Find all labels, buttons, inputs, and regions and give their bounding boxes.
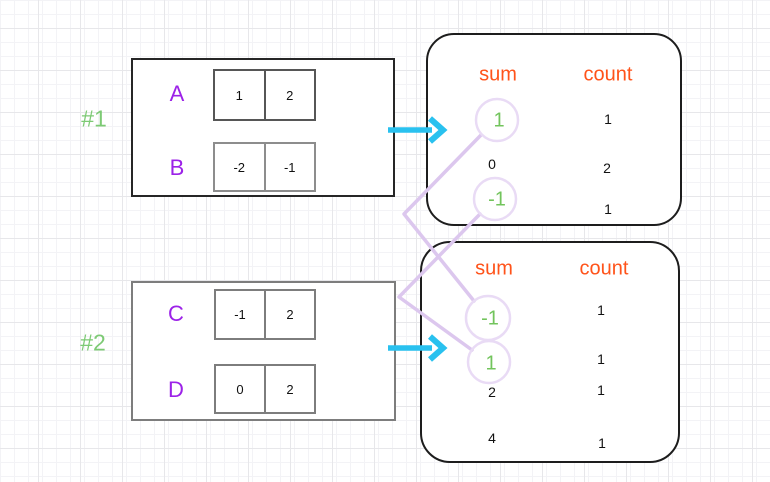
sum-value: 4 — [488, 430, 496, 446]
array-cell: 2 — [263, 71, 315, 119]
array-name-B: B — [169, 155, 185, 180]
cell-value: -1 — [283, 159, 296, 175]
sum-value: 2 — [488, 384, 496, 400]
count-value: 1 — [598, 435, 606, 451]
sum-value-circled: -1 — [481, 307, 499, 330]
sum-value-circled: -1 — [488, 188, 506, 211]
array-A-cells[interactable]: 1 2 — [213, 69, 316, 121]
example2-arrays-box[interactable]: C -1 2 D 0 2 — [131, 281, 396, 421]
array-cell: -1 — [263, 144, 315, 190]
example1-arrays-box[interactable]: A 1 2 B -2 -1 — [131, 58, 395, 197]
array-cell: 2 — [264, 366, 314, 412]
array-cell: 0 — [216, 366, 264, 412]
count-header: count — [579, 257, 629, 280]
cell-value: 2 — [286, 87, 294, 103]
array-name-C: C — [168, 301, 184, 326]
array-name-D: D — [168, 377, 184, 402]
array-cell: -2 — [215, 144, 264, 190]
count-value: 1 — [604, 201, 612, 217]
count-value: 1 — [604, 111, 612, 127]
count-value: 1 — [597, 302, 605, 318]
cell-value: -2 — [233, 159, 246, 175]
example1-label: #1 — [81, 105, 107, 132]
array-cell: 2 — [264, 291, 314, 338]
cell-value: 2 — [286, 307, 294, 322]
array-name-A: A — [169, 81, 185, 106]
array-cell: 1 — [215, 71, 264, 119]
count-value: 1 — [597, 351, 605, 367]
cell-value: 0 — [236, 381, 244, 397]
example2-label: #2 — [80, 329, 106, 356]
sum-value: 0 — [488, 156, 496, 172]
sum-header: sum — [479, 63, 517, 86]
array-cell: -1 — [216, 291, 264, 338]
count-header: count — [583, 63, 633, 86]
sum-count-table-1[interactable]: sum count 1 1 0 2 -1 1 — [426, 33, 682, 226]
count-value: 2 — [603, 160, 611, 176]
cell-value: 2 — [286, 381, 294, 397]
sum-value-circled: 1 — [485, 352, 497, 375]
array-D-cells[interactable]: 0 2 — [214, 364, 316, 414]
sum-header: sum — [475, 257, 513, 280]
sum-count-table-2[interactable]: sum count -1 1 1 1 2 1 4 1 — [420, 241, 680, 463]
array-C-cells[interactable]: -1 2 — [214, 289, 316, 340]
cell-value: 1 — [235, 87, 243, 103]
count-value: 1 — [597, 382, 605, 398]
sum-value-circled: 1 — [493, 109, 505, 132]
array-B-cells[interactable]: -2 -1 — [213, 142, 316, 192]
cell-value: -1 — [234, 307, 246, 322]
